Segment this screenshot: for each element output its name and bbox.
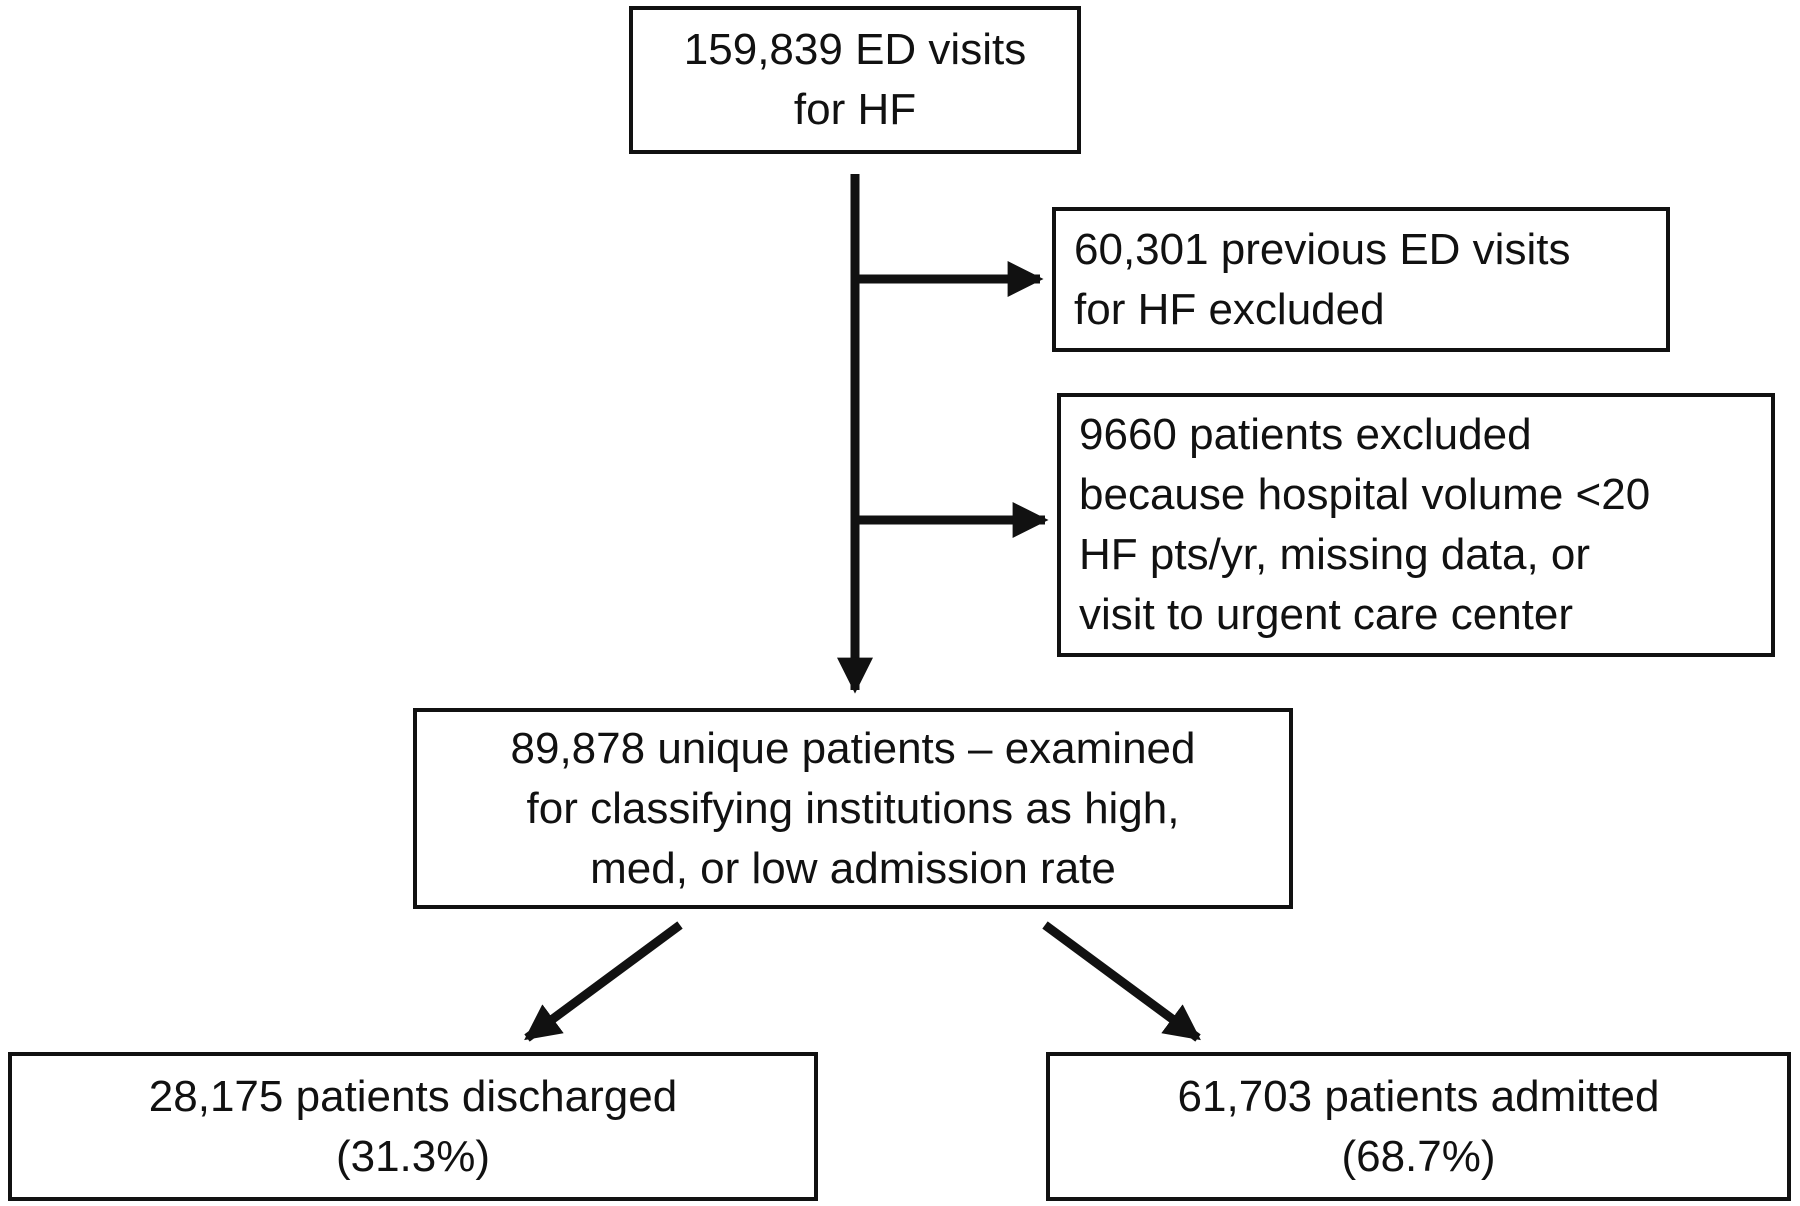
box-text-line: HF pts/yr, missing data, or [1079, 530, 1591, 579]
box-text-line: visit to urgent care center [1079, 590, 1574, 639]
arrow-to-discharged [524, 921, 683, 1042]
ed-visits-box: 159,839 ED visits for HF [629, 6, 1081, 154]
box-text-line: 89,878 unique patients – examined [510, 723, 1196, 773]
box-text-line: med, or low admission rate [590, 843, 1116, 893]
patients-admitted-box: 61,703 patients admitted (68.7%) [1046, 1052, 1791, 1201]
arrow-to-admitted [1042, 921, 1201, 1042]
box-text-line: for HF excluded [1074, 284, 1385, 334]
box-text-line: 60,301 previous ED visits [1074, 224, 1571, 274]
patients-excluded-box: 9660 patients excluded because hospital … [1057, 393, 1775, 657]
box-text-line: for classifying institutions as high, [526, 783, 1180, 833]
unique-patients-box: 89,878 unique patients – examined for cl… [413, 708, 1293, 909]
box-text-line: 28,175 patients discharged [148, 1071, 678, 1121]
box-text-line: (68.7%) [1341, 1131, 1496, 1181]
box-text-line: 61,703 patients admitted [1177, 1071, 1660, 1121]
box-text-line: 159,839 ED visits [683, 25, 1027, 74]
box-text-line: because hospital volume <20 [1079, 470, 1651, 519]
patients-discharged-box: 28,175 patients discharged (31.3%) [8, 1052, 818, 1201]
box-text-line: 9660 patients excluded [1079, 410, 1532, 459]
box-text-line: (31.3%) [335, 1131, 491, 1181]
box-text-line: for HF [793, 85, 917, 134]
previous-visits-excluded-box: 60,301 previous ED visits for HF exclude… [1052, 207, 1670, 352]
